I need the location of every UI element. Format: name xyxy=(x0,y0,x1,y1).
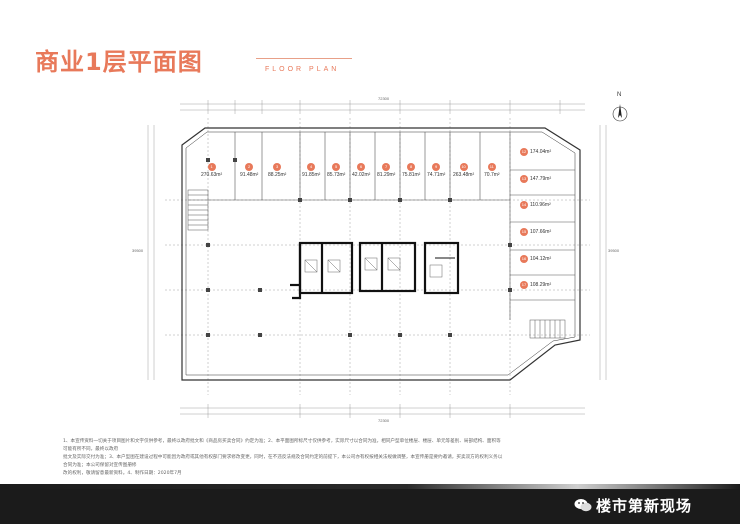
note-line: 1、本宣传资料一切关于项目图片和文字仅供参考，最终以政府批文和《商品房买卖合同》… xyxy=(63,439,501,452)
north-arrow-icon xyxy=(612,104,628,122)
disclaimer-notes: 1、本宣传资料一切关于项目图片和文字仅供参考，最终以政府批文和《商品房买卖合同》… xyxy=(63,438,503,478)
unit-label: 11 70.7m² xyxy=(484,163,500,178)
note-line: 改的权利，敬请留意最新资料。4、制作日期：2020年7月 xyxy=(63,471,182,476)
page-title: 商业1层平面图 xyxy=(35,48,203,76)
unit-label: 8 75.81m² xyxy=(402,163,420,178)
unit-area: 70.7m² xyxy=(484,172,500,178)
unit-number: 3 xyxy=(273,163,282,171)
unit-number: 9 xyxy=(432,163,441,171)
dim-bottom-label: 72300 xyxy=(378,418,390,423)
unit-number: 7 xyxy=(382,163,391,171)
unit-number: 10 xyxy=(459,163,468,171)
unit-area: 270.63m² xyxy=(201,172,223,178)
unit-number: 14 xyxy=(520,201,528,209)
brand-name: 楼市第新现场 xyxy=(596,497,693,515)
unit-area: 85.73m² xyxy=(327,172,346,178)
unit-number: 4 xyxy=(307,163,316,171)
unit-number: 8 xyxy=(407,163,416,171)
unit-area: 81.29m² xyxy=(377,172,396,178)
unit-area: 75.81m² xyxy=(402,172,421,178)
unit-number: 1 xyxy=(207,163,216,171)
unit-area: 107.66m² xyxy=(530,229,552,235)
unit-label: 2 91.48m² xyxy=(240,163,258,178)
unit-number: 17 xyxy=(520,281,528,289)
unit-label: 14 110.96m² xyxy=(520,201,551,209)
unit-area: 174.04m² xyxy=(530,149,552,155)
unit-label: 5 85.73m² xyxy=(327,163,345,178)
dim-left-label: 39500 xyxy=(132,248,144,253)
unit-area: 74.71m² xyxy=(427,172,446,178)
unit-area: 263.48m² xyxy=(453,172,475,178)
unit-area: 42.02m² xyxy=(352,172,371,178)
page-subtitle: FLOOR PLAN xyxy=(265,66,340,73)
unit-label: 6 42.02m² xyxy=(352,163,370,178)
unit-label: 7 81.29m² xyxy=(377,163,395,178)
unit-label: 9 74.71m² xyxy=(427,163,445,178)
unit-number: 2 xyxy=(245,163,254,171)
unit-label: 4 91.85m² xyxy=(302,163,320,178)
unit-number: 6 xyxy=(357,163,366,171)
unit-number: 12 xyxy=(520,148,528,156)
unit-area: 104.12m² xyxy=(530,256,552,262)
unit-label: 10 263.48m² xyxy=(453,163,474,178)
unit-label: 16 104.12m² xyxy=(520,255,551,263)
unit-area: 91.85m² xyxy=(302,172,321,178)
wechat-icon xyxy=(574,499,592,512)
unit-area: 147.79m² xyxy=(530,176,552,182)
dim-top-label: 72300 xyxy=(378,96,390,101)
unit-label: 12 174.04m² xyxy=(520,148,551,156)
unit-area: 91.48m² xyxy=(240,172,259,178)
unit-label: 1 270.63m² xyxy=(201,163,222,178)
footer-bar xyxy=(0,484,740,524)
note-line: 批文及实际交付为准；3、本户型图在建设过程中可能因为政府或其他有权部门要求修改变… xyxy=(63,455,503,468)
unit-number: 16 xyxy=(520,255,528,263)
dim-right-label: 39500 xyxy=(608,248,620,253)
north-label: N xyxy=(617,92,622,98)
unit-label: 15 107.66m² xyxy=(520,228,551,236)
unit-number: 5 xyxy=(332,163,341,171)
unit-label: 13 147.79m² xyxy=(520,175,551,183)
title-divider xyxy=(256,58,352,59)
unit-number: 11 xyxy=(487,163,496,171)
unit-number: 15 xyxy=(520,228,528,236)
unit-label: 17 108.29m² xyxy=(520,281,551,289)
unit-area: 88.25m² xyxy=(268,172,287,178)
unit-area: 110.96m² xyxy=(530,202,551,208)
unit-area: 108.29m² xyxy=(530,282,552,288)
footer-stripe xyxy=(0,484,740,489)
unit-label: 3 88.25m² xyxy=(268,163,286,178)
unit-number: 13 xyxy=(520,175,528,183)
